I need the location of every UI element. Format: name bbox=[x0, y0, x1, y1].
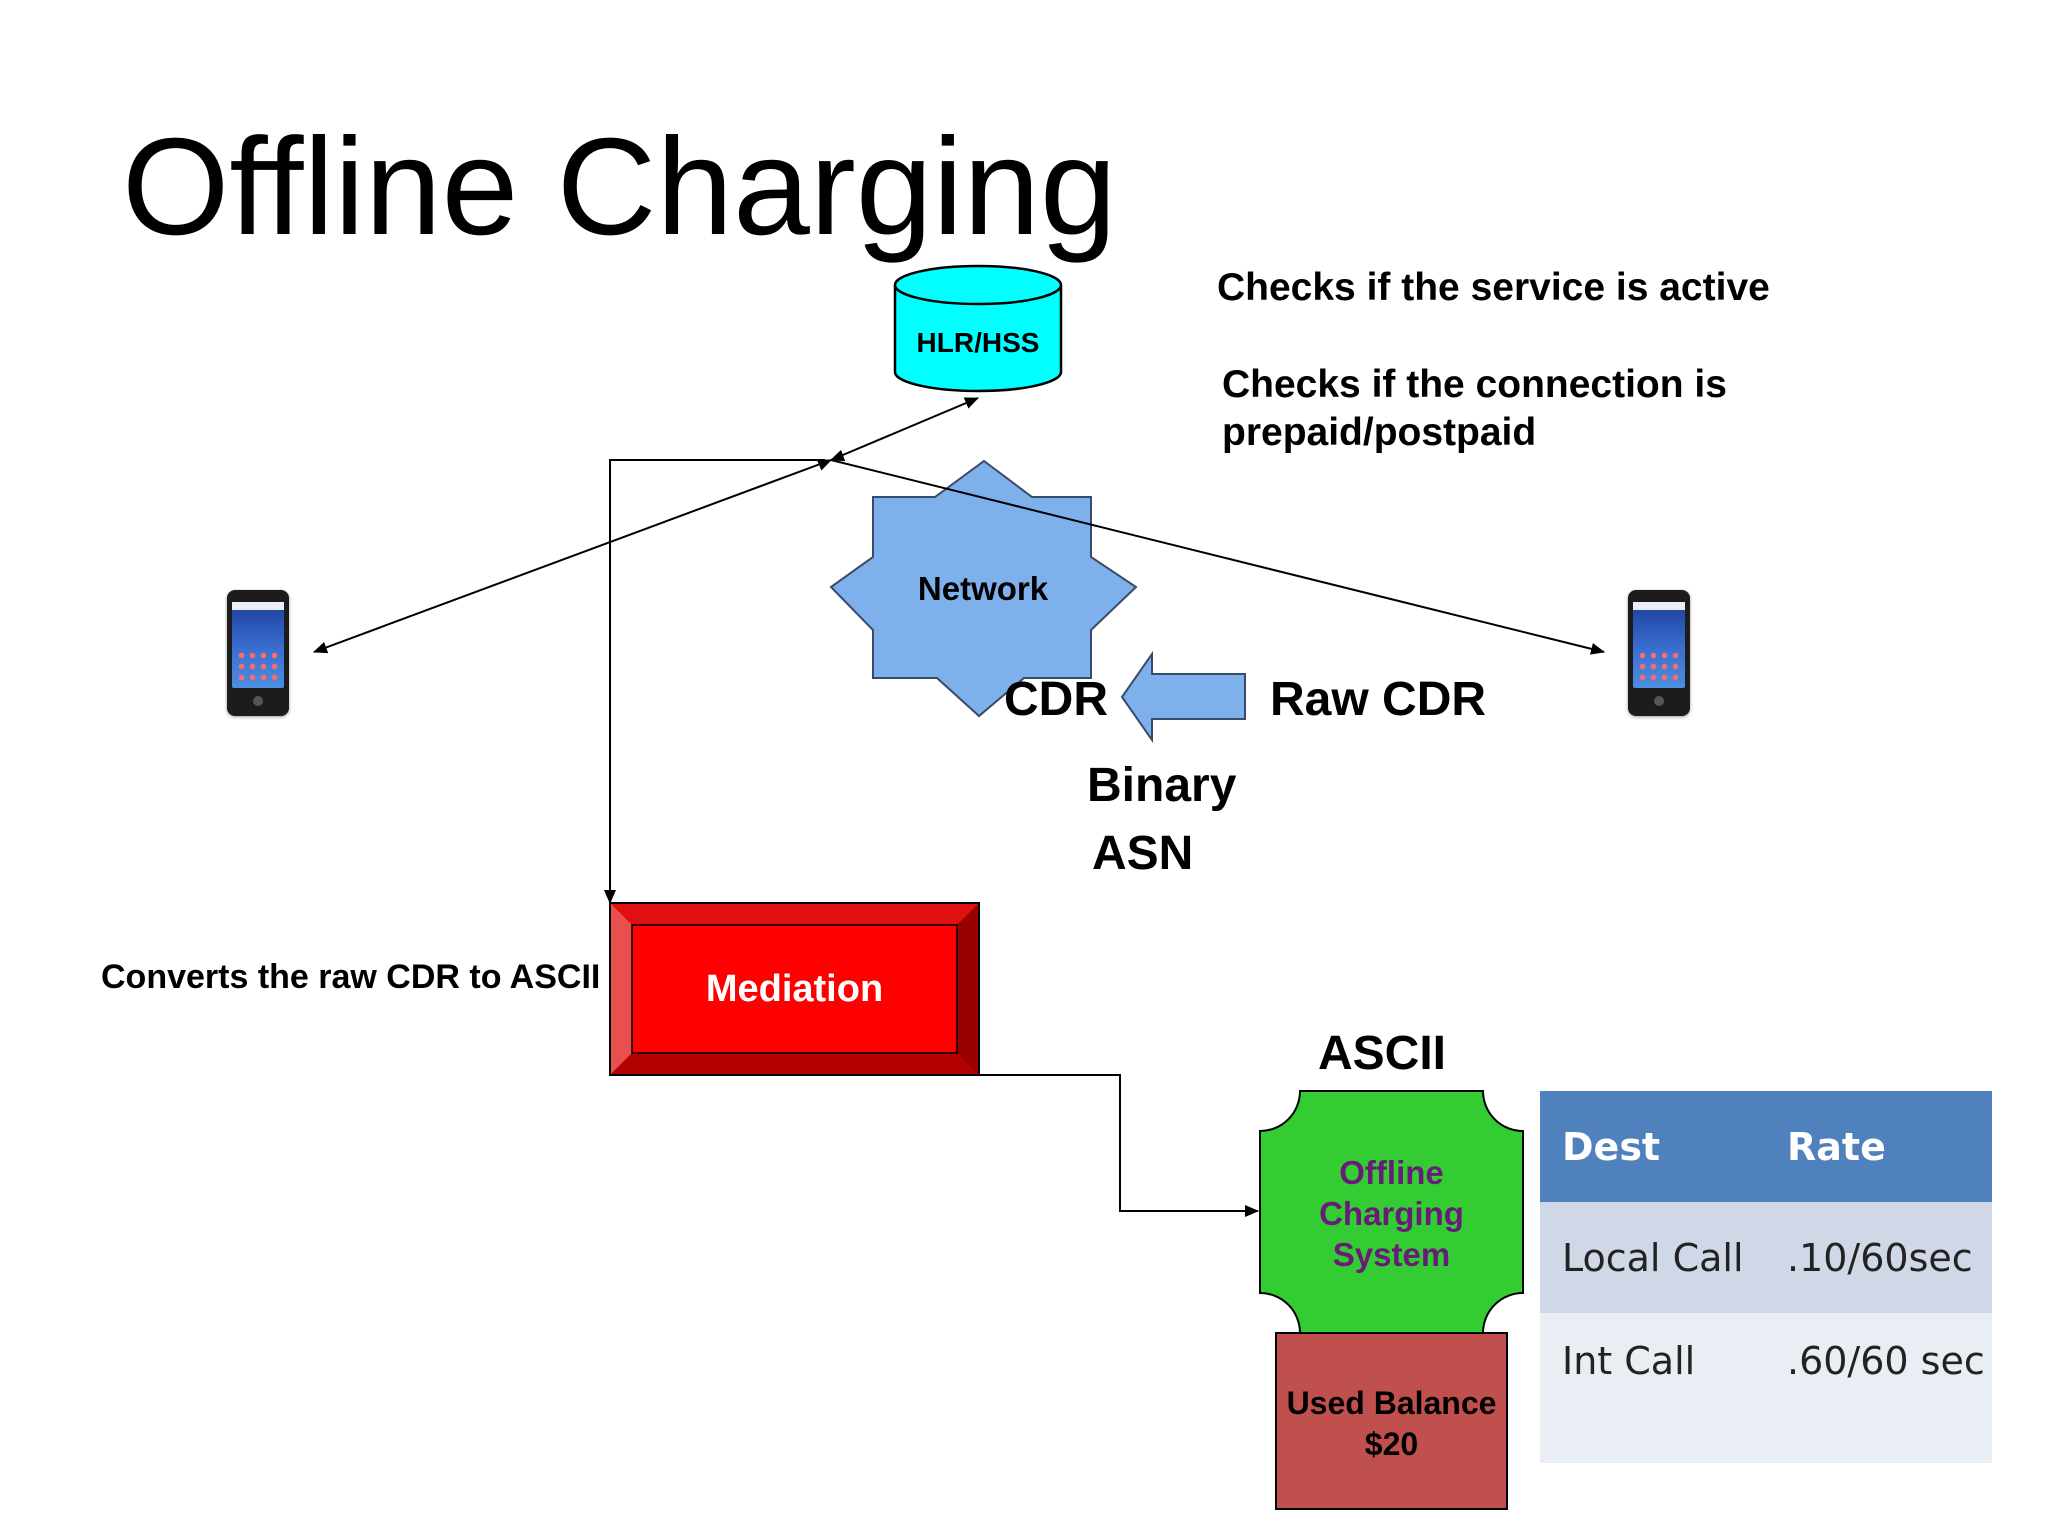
note-connection-line1: Checks if the connection is bbox=[1222, 363, 1727, 406]
mediation-label: Mediation bbox=[705, 968, 884, 1010]
cell-rate: .10/60sec bbox=[1765, 1202, 1992, 1313]
cell-dest: Local Call bbox=[1540, 1202, 1765, 1313]
cell-rate: .60/60 sec bbox=[1765, 1313, 1992, 1463]
used-balance-label-line2: $20 bbox=[1364, 1426, 1419, 1462]
asn-label: ASN bbox=[1092, 827, 1194, 880]
note-converts: Converts the raw CDR to ASCII bbox=[101, 958, 601, 996]
mediation-link bbox=[604, 459, 825, 904]
raw-cdr-label: Raw CDR bbox=[1270, 673, 1487, 726]
used-balance-box bbox=[1275, 1332, 1508, 1510]
hlr-hss-label: HLR/HSS bbox=[916, 327, 1040, 358]
smartphone-icon bbox=[227, 590, 289, 716]
table-row: Local Call .10/60sec bbox=[1540, 1202, 1992, 1313]
used-balance-label-line1: Used Balance bbox=[1286, 1385, 1497, 1421]
note-service-active: Checks if the service is active bbox=[1217, 266, 1770, 309]
network-cloud bbox=[829, 459, 1138, 718]
note-connection-line2: prepaid/postpaid bbox=[1222, 411, 1537, 454]
header-dest: Dest bbox=[1540, 1091, 1765, 1202]
header-rate: Rate bbox=[1765, 1091, 1992, 1202]
table-row: Int Call .60/60 sec bbox=[1540, 1313, 1992, 1463]
smartphone-icon bbox=[1628, 590, 1690, 716]
mediation-box bbox=[609, 902, 980, 1076]
cdr-label: CDR bbox=[1004, 673, 1108, 726]
rate-table: Dest Rate Local Call .10/60sec Int Call … bbox=[1540, 1091, 1992, 1463]
page-title: Offline Charging bbox=[122, 110, 1117, 264]
right-phone-link bbox=[830, 459, 1605, 655]
ocs-label-line2: Charging bbox=[1319, 1195, 1464, 1232]
ocs-label-line1: Offline bbox=[1339, 1154, 1444, 1191]
hlr-hss-database bbox=[893, 264, 1063, 393]
hlr-link bbox=[816, 397, 979, 471]
ocs-label: Offline Charging System bbox=[1260, 1152, 1523, 1275]
network-label: Network bbox=[917, 570, 1049, 607]
ocs-label-line3: System bbox=[1332, 1236, 1451, 1273]
mediation-to-ocs-link bbox=[979, 1074, 1259, 1217]
binary-label: Binary bbox=[1087, 759, 1237, 812]
cell-dest: Int Call bbox=[1540, 1313, 1765, 1463]
left-phone-link bbox=[313, 449, 846, 654]
ascii-label: ASCII bbox=[1318, 1027, 1447, 1080]
used-balance-label: Used Balance $20 bbox=[1276, 1383, 1507, 1465]
raw-cdr-arrow bbox=[1120, 650, 1246, 744]
rate-table-header: Dest Rate bbox=[1540, 1091, 1992, 1202]
